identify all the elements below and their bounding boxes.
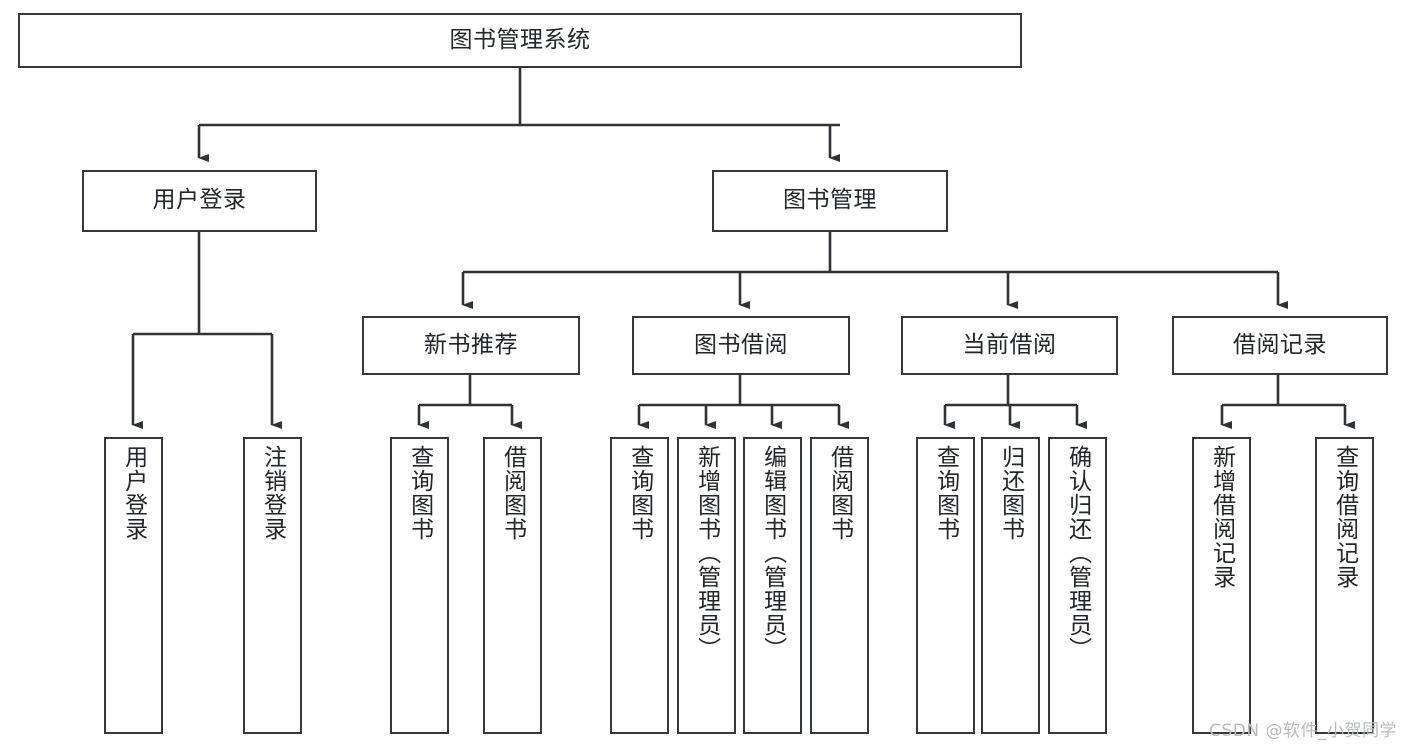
node-leaf-user-login[interactable]: 用户登录 — [104, 437, 163, 734]
node-label: 用户登录 — [152, 187, 247, 214]
node-label: 查询图书 — [406, 445, 433, 541]
node-label: 查询图书 — [626, 445, 653, 541]
node-leaf-edit-book[interactable]: 编辑图书（管理员） — [743, 437, 802, 734]
csdn-watermark: CSDN @软件_小贺同学 — [1209, 721, 1397, 741]
node-label: 查询借阅记录 — [1331, 445, 1358, 589]
node-new-book-rec[interactable]: 新书推荐 — [362, 316, 580, 375]
node-label: 借阅图书 — [499, 445, 526, 541]
node-label: 当前借阅 — [962, 331, 1057, 358]
node-label: 图书管理系统 — [449, 26, 591, 53]
node-leaf-add-record[interactable]: 新增借阅记录 — [1192, 437, 1251, 734]
node-leaf-query-book-3[interactable]: 查询图书 — [916, 437, 975, 734]
node-leaf-logout-login[interactable]: 注销登录 — [243, 437, 302, 734]
node-book-manage[interactable]: 图书管理 — [712, 170, 948, 232]
node-leaf-query-book-1[interactable]: 查询图书 — [390, 437, 449, 734]
node-leaf-query-record[interactable]: 查询借阅记录 — [1315, 437, 1374, 734]
node-leaf-add-book[interactable]: 新增图书（管理员） — [677, 437, 736, 734]
node-user-login[interactable]: 用户登录 — [82, 170, 317, 232]
node-label: 确认归还（管理员） — [1064, 445, 1091, 661]
node-label: 新书推荐 — [424, 331, 518, 358]
node-label: 图书管理 — [783, 187, 877, 214]
node-root-system[interactable]: 图书管理系统 — [18, 13, 1022, 68]
node-borrow-record[interactable]: 借阅记录 — [1172, 316, 1388, 375]
node-label: 查询图书 — [932, 445, 959, 541]
node-current-borrow[interactable]: 当前借阅 — [901, 316, 1118, 375]
node-label: 新增图书（管理员） — [693, 445, 720, 661]
node-label: 借阅图书 — [826, 445, 853, 541]
node-label: 编辑图书（管理员） — [759, 445, 786, 661]
node-label: 图书借阅 — [694, 331, 788, 358]
node-label: 注销登录 — [259, 445, 286, 541]
node-leaf-borrow-book-2[interactable]: 借阅图书 — [810, 437, 869, 734]
node-leaf-query-book-2[interactable]: 查询图书 — [610, 437, 669, 734]
node-leaf-borrow-book-1[interactable]: 借阅图书 — [483, 437, 542, 734]
node-label: 归还图书 — [997, 445, 1024, 541]
node-book-borrow[interactable]: 图书借阅 — [632, 316, 850, 375]
node-label: 用户登录 — [120, 445, 147, 541]
node-label: 借阅记录 — [1233, 331, 1327, 358]
node-label: 新增借阅记录 — [1208, 445, 1235, 589]
node-leaf-confirm-return[interactable]: 确认归还（管理员） — [1048, 437, 1107, 734]
node-leaf-return-book[interactable]: 归还图书 — [981, 437, 1040, 734]
